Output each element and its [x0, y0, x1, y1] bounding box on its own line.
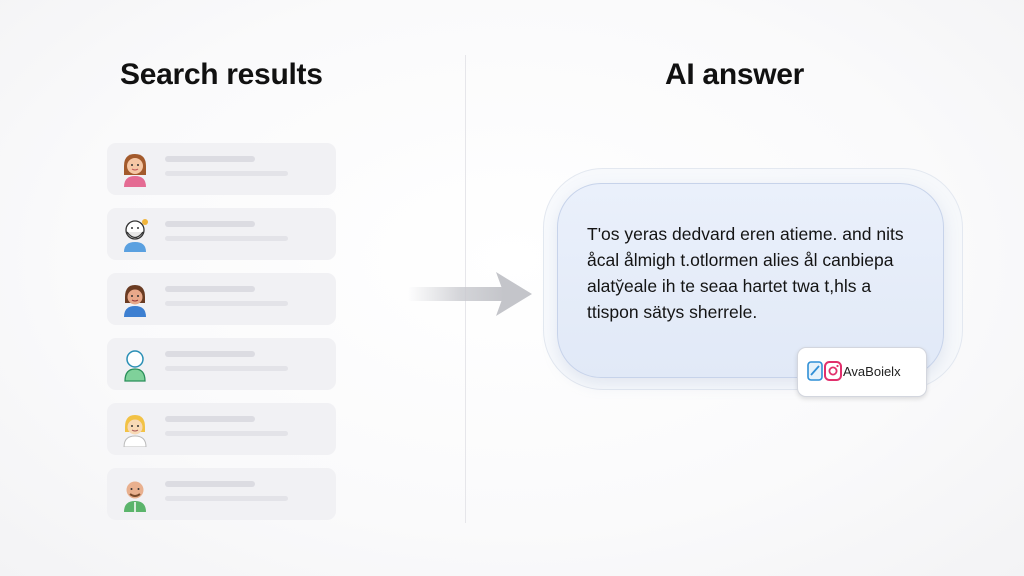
search-result-card[interactable] — [107, 143, 336, 195]
bald-man-avatar-icon — [119, 476, 151, 512]
result-snippet-placeholder — [165, 431, 288, 436]
instagram-icon — [824, 361, 842, 381]
search-result-card[interactable] — [107, 338, 336, 390]
result-title-placeholder — [165, 351, 255, 357]
ai-answer-bubble: T'os yeras dedvard eren atieme. and nits… — [557, 183, 944, 378]
ai-brand-icon — [807, 361, 823, 381]
result-snippet-placeholder — [165, 496, 288, 501]
arrow-right-icon — [408, 272, 532, 316]
search-result-card[interactable] — [107, 403, 336, 455]
source-citation-badge[interactable]: AvaBoielx — [797, 347, 927, 397]
result-snippet-placeholder — [165, 366, 288, 371]
search-result-card[interactable] — [107, 208, 336, 260]
search-result-card[interactable] — [107, 273, 336, 325]
result-title-placeholder — [165, 481, 255, 487]
blonde-woman-avatar-icon — [119, 411, 151, 447]
result-title-placeholder — [165, 286, 255, 292]
outline-person-avatar-icon — [119, 346, 151, 382]
ai-answer-heading: AI answer — [665, 58, 805, 91]
bearded-man-avatar-icon — [119, 216, 151, 252]
result-snippet-placeholder — [165, 236, 288, 241]
brunette-woman-avatar-icon — [119, 281, 151, 317]
result-snippet-placeholder — [165, 301, 288, 306]
result-title-placeholder — [165, 416, 255, 422]
result-title-placeholder — [165, 156, 255, 162]
woman-avatar-icon — [119, 151, 151, 187]
result-snippet-placeholder — [165, 171, 288, 176]
search-result-card[interactable] — [107, 468, 336, 520]
result-title-placeholder — [165, 221, 255, 227]
ai-answer-text: T'os yeras dedvard eren atieme. and nits… — [587, 224, 904, 322]
source-badge-label: AvaBoielx — [843, 364, 901, 379]
search-results-heading: Search results — [120, 58, 323, 91]
